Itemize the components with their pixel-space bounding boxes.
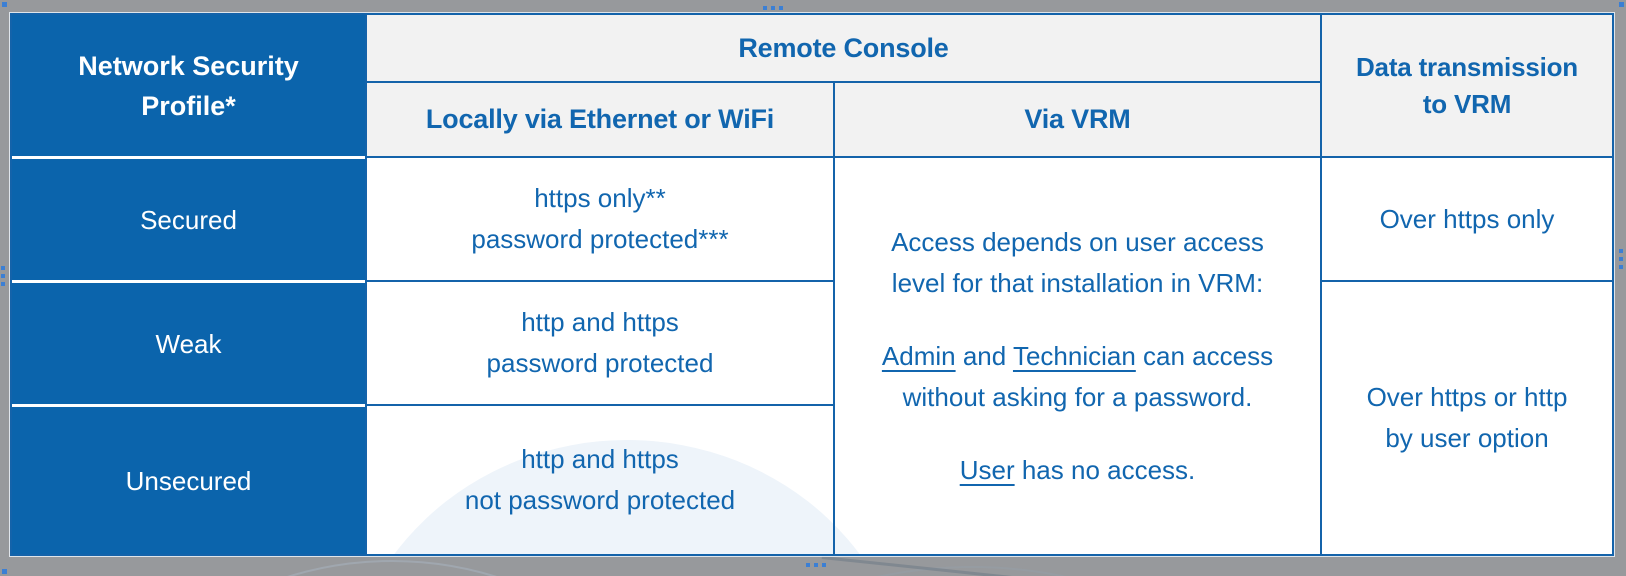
drag-handle-bottom-icon[interactable] — [806, 563, 826, 567]
via-vrm-access-text: Access depends on user access level for … — [882, 222, 1273, 491]
resize-handle-top-right-icon[interactable] — [1619, 2, 1624, 7]
access-paragraph-1: Access depends on user access level for … — [891, 226, 1264, 298]
via-vrm-access-cell: Access depends on user access level for … — [833, 156, 1320, 554]
access-paragraph-2: Admin and Technician can access without … — [882, 336, 1273, 418]
handle-dot — [1619, 265, 1623, 269]
handle-dot — [814, 563, 818, 567]
handle-dot — [1619, 257, 1623, 261]
handle-dot — [806, 563, 810, 567]
handle-dot — [771, 6, 775, 10]
user-underlined: User — [959, 454, 1015, 485]
secured-row-label: Secured — [12, 156, 365, 280]
handle-dot — [822, 563, 826, 567]
access-paragraph-3-rest: has no access. — [1014, 454, 1196, 485]
access-paragraph-3: User has no access. — [882, 450, 1273, 491]
resize-handle-top-left-icon[interactable] — [2, 2, 7, 7]
weak-unsecured-data-transmission-cell: Over https or http by user option — [1320, 280, 1612, 554]
admin-underlined: Admin — [881, 340, 956, 371]
technician-underlined: Technician — [1012, 340, 1136, 371]
handle-dot — [1, 274, 5, 278]
via-vrm-header-cell: Via VRM — [833, 81, 1320, 156]
security-profile-table-image: Network Security Profile* Remote Console… — [10, 13, 1614, 556]
handle-dot — [763, 6, 767, 10]
drag-handle-left-icon[interactable] — [1, 266, 5, 286]
remote-console-header-cell: Remote Console — [365, 15, 1320, 81]
resize-handle-bottom-left-icon[interactable] — [2, 569, 7, 574]
drag-handle-top-icon[interactable] — [763, 6, 783, 10]
unsecured-local-cell: http and https not password protected — [365, 404, 833, 554]
profile-header-cell: Network Security Profile* — [12, 15, 365, 156]
handle-dot — [779, 6, 783, 10]
secured-data-transmission-cell: Over https only — [1320, 156, 1612, 280]
unsecured-row-label: Unsecured — [12, 404, 365, 554]
handle-dot — [1, 266, 5, 270]
security-profile-table: Network Security Profile* Remote Console… — [12, 15, 1612, 554]
handle-dot — [1619, 249, 1623, 253]
drag-handle-right-icon[interactable] — [1619, 249, 1623, 269]
data-transmission-header-cell: Data transmission to VRM — [1320, 15, 1612, 156]
handle-dot — [1, 282, 5, 286]
and-text: and — [955, 340, 1013, 371]
weak-row-label: Weak — [12, 280, 365, 404]
access-paragraph-2-rest: can access without asking for a password… — [902, 340, 1274, 412]
secured-local-cell: https only** password protected*** — [365, 156, 833, 280]
background-arc — [40, 560, 744, 576]
weak-local-cell: http and https password protected — [365, 280, 833, 404]
local-ethernet-wifi-header-cell: Locally via Ethernet or WiFi — [365, 81, 833, 156]
